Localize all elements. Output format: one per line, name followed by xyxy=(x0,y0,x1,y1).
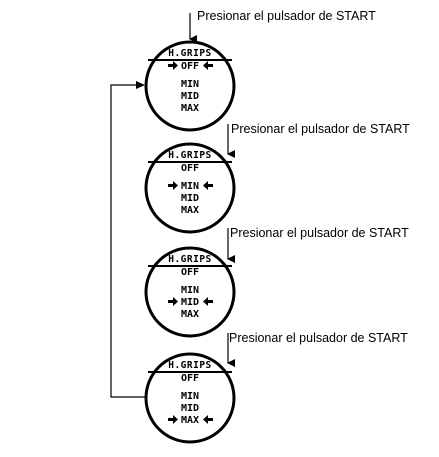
selection-arrow-right-icon xyxy=(168,297,178,306)
display-bezel xyxy=(144,246,236,338)
loop-back-line xyxy=(110,84,150,398)
selection-arrow-left-icon xyxy=(203,61,213,70)
step-4-instruction: Presionar el pulsador de START xyxy=(229,331,408,345)
displays: H.GRIPSOFFMINMIDMAXH.GRIPSOFFMINMIDMAXH.… xyxy=(144,40,236,444)
option-off: OFF xyxy=(181,267,199,278)
selection-arrow-left-icon xyxy=(203,297,213,306)
display-title: H.GRIPS xyxy=(168,254,212,265)
loop-back-arrowhead xyxy=(136,81,145,89)
display-title: H.GRIPS xyxy=(168,150,212,161)
option-max: MAX xyxy=(181,205,199,216)
selection-arrow-left-icon xyxy=(203,181,213,190)
step-2-instruction: Presionar el pulsador de START xyxy=(231,122,410,136)
option-mid: MID xyxy=(181,193,199,204)
step-3-instruction: Presionar el pulsador de START xyxy=(230,226,409,240)
option-mid: MID xyxy=(181,297,199,308)
display-bezel xyxy=(144,142,236,234)
option-max: MAX xyxy=(181,309,199,320)
display-title: H.GRIPS xyxy=(168,360,212,371)
selection-arrow-left-icon xyxy=(203,415,213,424)
option-min: MIN xyxy=(181,285,199,296)
option-min: MIN xyxy=(181,181,199,192)
option-min: MIN xyxy=(181,391,199,402)
option-max: MAX xyxy=(181,415,199,426)
step-1-instruction: Presionar el pulsador de START xyxy=(197,9,376,23)
option-off: OFF xyxy=(181,373,199,384)
option-off: OFF xyxy=(181,61,199,72)
option-mid: MID xyxy=(181,91,199,102)
option-off: OFF xyxy=(181,163,199,174)
selection-arrow-right-icon xyxy=(168,61,178,70)
selection-arrow-right-icon xyxy=(168,415,178,424)
option-min: MIN xyxy=(181,79,199,90)
selection-arrow-right-icon xyxy=(168,181,178,190)
display-title: H.GRIPS xyxy=(168,48,212,59)
option-mid: MID xyxy=(181,403,199,414)
option-max: MAX xyxy=(181,103,199,114)
